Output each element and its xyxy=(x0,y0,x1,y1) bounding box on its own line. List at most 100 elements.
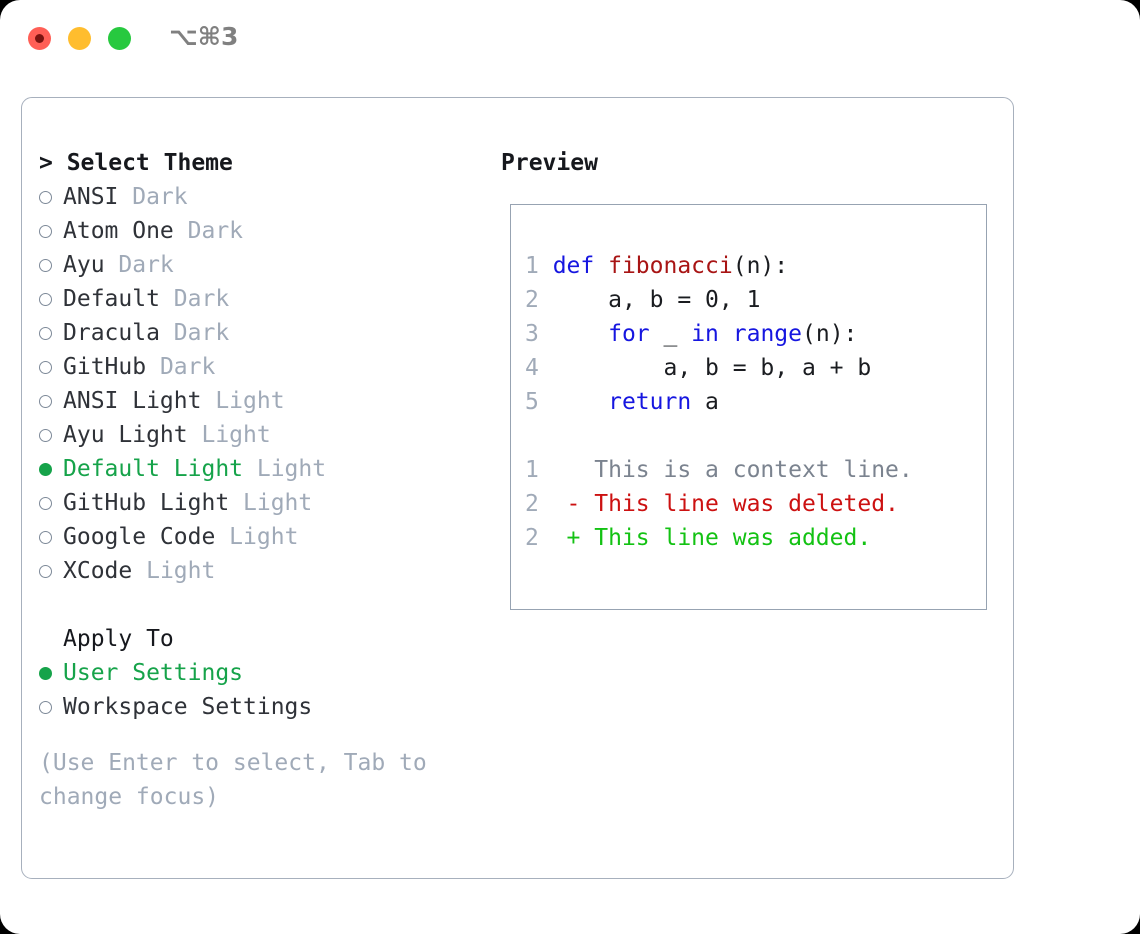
diff-marker: - xyxy=(552,491,595,517)
theme-option-label: Ayu xyxy=(63,252,105,278)
diff-text: This line was added. xyxy=(594,525,872,551)
line-number: 4 xyxy=(525,355,553,381)
theme-option-label: GitHub xyxy=(63,354,147,380)
theme-option-label: GitHub Light xyxy=(63,490,230,516)
theme-option-mode: Light xyxy=(132,558,216,584)
minimize-window-button[interactable] xyxy=(68,27,91,50)
keyboard-shortcut-label: ⌥⌘3 xyxy=(169,22,239,51)
radio-empty-icon xyxy=(39,326,52,340)
theme-option-label: ANSI xyxy=(63,184,119,210)
theme-option-mode: Dark xyxy=(146,354,216,380)
radio-empty-icon xyxy=(39,394,52,408)
line-number: 2 xyxy=(525,525,553,551)
theme-option-xcode[interactable]: XCode Light xyxy=(39,554,489,588)
theme-option-mode: Light xyxy=(187,422,271,448)
theme-option-label: Default Light xyxy=(63,456,244,482)
theme-option-ayu-light[interactable]: Ayu Light Light xyxy=(39,418,489,452)
line-number: 5 xyxy=(525,389,553,415)
code-line: 1 def fibonacci(n): xyxy=(525,249,986,283)
theme-option-label: Google Code xyxy=(63,524,216,550)
code-token: _ xyxy=(649,321,692,347)
theme-option-label: Atom One xyxy=(63,218,174,244)
code-token: return xyxy=(608,389,692,415)
code-line: 3 for _ in range(n): xyxy=(525,317,986,351)
theme-option-mode: Light xyxy=(243,456,327,482)
code-token: (n): xyxy=(732,253,789,279)
code-token: def xyxy=(552,253,609,279)
theme-option-label: XCode xyxy=(63,558,133,584)
maximize-window-button[interactable] xyxy=(108,27,131,50)
line-number: 3 xyxy=(525,321,553,347)
code-token xyxy=(553,389,608,415)
bullet-placeholder-icon xyxy=(39,633,52,646)
radio-empty-icon xyxy=(39,564,52,578)
theme-option-label: Default xyxy=(63,286,160,312)
preview-heading: Preview xyxy=(501,150,598,176)
theme-option-default-light[interactable]: Default Light Light xyxy=(39,452,489,486)
radio-selected-icon xyxy=(39,462,52,476)
code-token: fibonacci xyxy=(608,253,733,279)
code-token: a xyxy=(691,389,719,415)
radio-empty-icon xyxy=(39,292,52,306)
theme-option-dracula[interactable]: Dracula Dark xyxy=(39,316,489,350)
code-token: a, b = b, a + b xyxy=(552,355,872,381)
line-number: 2 xyxy=(525,491,553,517)
theme-option-mode: Dark xyxy=(104,252,174,278)
diff-line: 2 - This line was deleted. xyxy=(525,487,986,521)
theme-option-mode: Light xyxy=(201,388,285,414)
apply-to-option-user-settings[interactable]: User Settings xyxy=(39,656,489,690)
theme-option-mode: Dark xyxy=(159,320,230,346)
radio-selected-icon xyxy=(39,666,52,680)
title-bar: ⌥⌘3 xyxy=(0,0,1140,78)
radio-empty-icon xyxy=(39,258,52,272)
radio-empty-icon xyxy=(39,700,52,714)
diff-marker xyxy=(553,457,595,483)
close-window-button[interactable] xyxy=(28,27,51,50)
apply-to-heading: Apply To xyxy=(63,626,174,652)
theme-option-mode: Light xyxy=(215,524,299,550)
radio-empty-icon xyxy=(39,190,52,204)
theme-option-mode: Dark xyxy=(159,286,230,312)
radio-empty-icon xyxy=(39,530,52,544)
diff-sample: 1 This is a context line.2 - This line w… xyxy=(525,453,986,555)
code-token xyxy=(719,321,733,347)
list-spacer xyxy=(39,588,489,622)
line-number: 1 xyxy=(525,253,553,279)
code-token: range xyxy=(732,321,802,347)
theme-option-atom-one[interactable]: Atom One Dark xyxy=(39,214,489,248)
code-token: a, b = 0, 1 xyxy=(552,287,761,313)
theme-option-github[interactable]: GitHub Dark xyxy=(39,350,489,384)
theme-option-label: Ayu Light xyxy=(63,422,188,448)
apply-to-option-label: Workspace Settings xyxy=(63,694,313,720)
keyboard-hint: (Use Enter to select, Tab to change focu… xyxy=(39,750,427,810)
theme-option-ansi[interactable]: ANSI Dark xyxy=(39,180,489,214)
diff-text: This line was deleted. xyxy=(594,491,899,517)
apply-to-option-workspace-settings[interactable]: Workspace Settings xyxy=(39,690,489,724)
theme-option-github-light[interactable]: GitHub Light Light xyxy=(39,486,489,520)
theme-option-label: Dracula xyxy=(63,320,160,346)
radio-empty-icon xyxy=(39,224,52,238)
diff-line: 1 This is a context line. xyxy=(525,453,986,487)
select-theme-heading: > Select Theme xyxy=(39,150,233,176)
theme-option-default[interactable]: Default Dark xyxy=(39,282,489,316)
theme-option-ayu[interactable]: Ayu Dark xyxy=(39,248,489,282)
line-number: 1 xyxy=(525,457,553,483)
theme-option-mode: Dark xyxy=(118,184,188,210)
diff-line: 2 + This line was added. xyxy=(525,521,986,555)
theme-option-ansi-light[interactable]: ANSI Light Light xyxy=(39,384,489,418)
code-token: (n): xyxy=(802,321,858,347)
radio-empty-icon xyxy=(39,428,52,442)
theme-option-mode: Light xyxy=(229,490,313,516)
code-token: in xyxy=(691,321,719,347)
apply-to-option-label: User Settings xyxy=(63,660,244,686)
code-line: 2 a, b = 0, 1 xyxy=(525,283,986,317)
theme-option-google-code[interactable]: Google Code Light xyxy=(39,520,489,554)
radio-empty-icon xyxy=(39,496,52,510)
close-icon xyxy=(35,34,44,43)
